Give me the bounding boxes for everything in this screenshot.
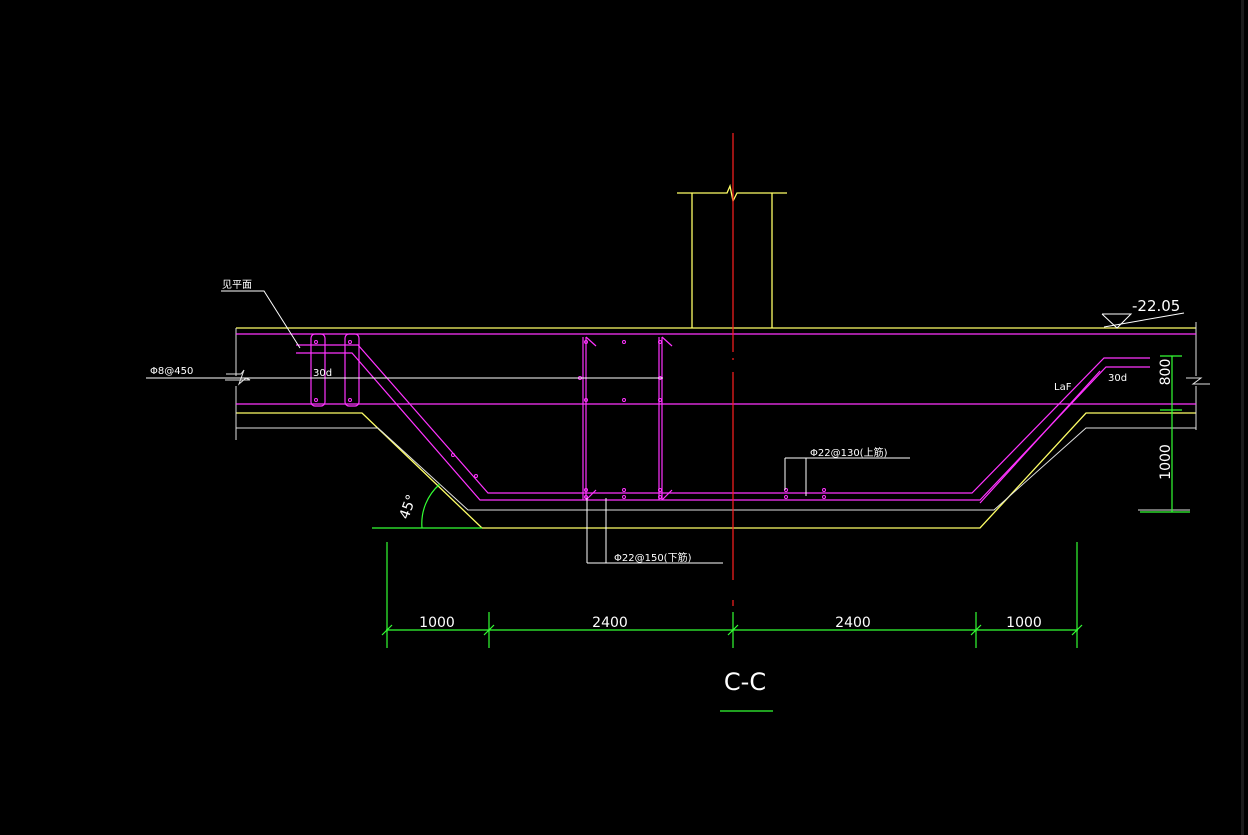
slab-outline <box>225 322 1210 511</box>
stirrup-label: Φ8@450 <box>150 366 193 377</box>
rebar <box>236 333 1196 504</box>
column <box>677 183 787 328</box>
laf-label: LaF <box>1054 382 1072 393</box>
dim-1000-vertical: 1000 <box>1158 444 1174 480</box>
dim-2400-right: 2400 <box>835 615 871 631</box>
angle-label: 45° <box>397 493 421 522</box>
section-label: C-C <box>724 668 766 696</box>
dimension-lines <box>372 355 1190 712</box>
dim-1000-right: 1000 <box>1006 615 1042 631</box>
plan-note: 见平面 <box>222 279 252 291</box>
dim-1000-left: 1000 <box>419 615 455 631</box>
anchor-left-label: 30d <box>313 368 332 379</box>
elevation-label: -22.05 <box>1132 297 1180 315</box>
concrete-outline <box>236 327 1196 529</box>
dim-2400-left: 2400 <box>592 615 628 631</box>
scrollbar-edge <box>1241 0 1244 835</box>
anchor-right-label: 30d <box>1108 373 1127 384</box>
dim-800: 800 <box>1158 359 1174 386</box>
leaders <box>146 290 1185 564</box>
rebar-dots <box>314 340 826 499</box>
top-bar-label: Φ22@130(上筋) <box>810 446 888 459</box>
bottom-bar-label: Φ22@150(下筋) <box>614 551 692 564</box>
